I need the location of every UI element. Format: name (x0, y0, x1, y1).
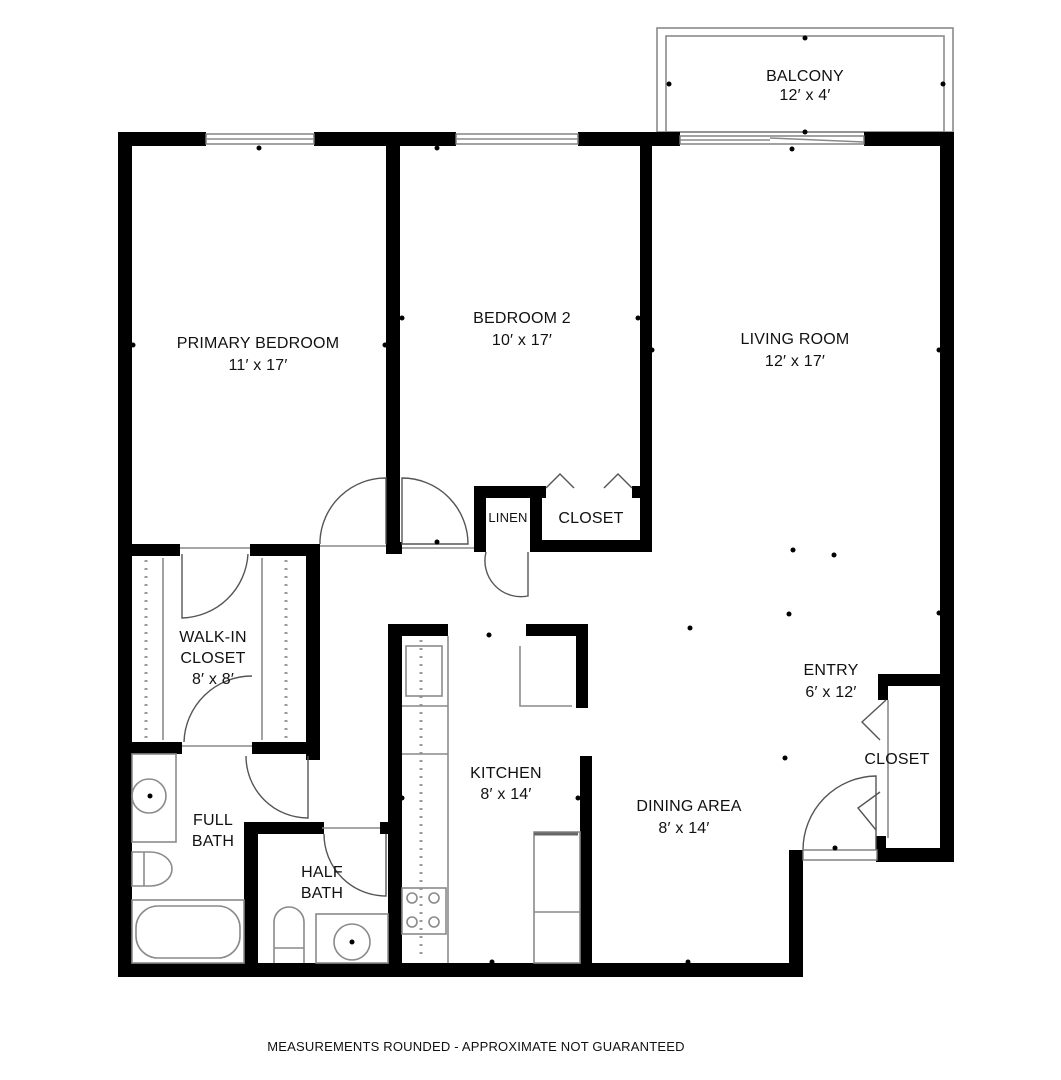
entry-size: 6′ x 12′ (805, 684, 856, 701)
entry-name: ENTRY (804, 662, 859, 679)
interior-walls (118, 132, 652, 977)
entry-closet-name: CLOSET (864, 751, 929, 768)
walk-in-closet-name-2: CLOSET (180, 650, 245, 667)
living-room-name: LIVING ROOM (741, 331, 850, 348)
measurement-disclaimer: MEASUREMENTS ROUNDED - APPROXIMATE NOT G… (267, 1039, 684, 1054)
primary-bedroom-name: PRIMARY BEDROOM (177, 335, 339, 352)
kitchen-fixtures (401, 636, 581, 964)
kitchen-name: KITCHEN (470, 765, 542, 782)
living-room-size: 12′ x 17′ (765, 353, 825, 370)
full-bath-name-2: BATH (192, 833, 234, 850)
half-bath-name-2: BATH (301, 885, 343, 902)
closet-shelving (144, 558, 288, 740)
balcony-name: BALCONY (766, 68, 844, 85)
doors (180, 473, 889, 897)
windows (205, 133, 865, 152)
full-bath-name-1: FULL (193, 812, 233, 829)
exterior-walls (118, 132, 954, 977)
walk-in-closet-size: 8′ x 8′ (192, 671, 234, 688)
balcony-railing (656, 27, 954, 135)
balcony-size: 12′ x 4′ (779, 87, 830, 104)
half-bath-fixtures (273, 906, 389, 964)
bedroom-closet-name: CLOSET (558, 510, 623, 527)
primary-bedroom-size: 11′ x 17′ (228, 357, 287, 374)
dining-area-size: 8′ x 14′ (658, 820, 709, 837)
dining-area-name: DINING AREA (636, 798, 741, 815)
outlet-markers (130, 315, 942, 965)
room-labels: BALCONY 12′ x 4′ PRIMARY BEDROOM 11′ x 1… (177, 68, 930, 902)
kitchen-size: 8′ x 14′ (480, 786, 531, 803)
bedroom-2-size: 10′ x 17′ (492, 332, 552, 349)
linen-name: LINEN (488, 510, 527, 525)
half-bath-name-1: HALF (301, 864, 343, 881)
bedroom-2-name: BEDROOM 2 (473, 310, 571, 327)
walk-in-closet-name-1: WALK-IN (179, 629, 246, 646)
full-bath-fixtures (131, 753, 245, 964)
